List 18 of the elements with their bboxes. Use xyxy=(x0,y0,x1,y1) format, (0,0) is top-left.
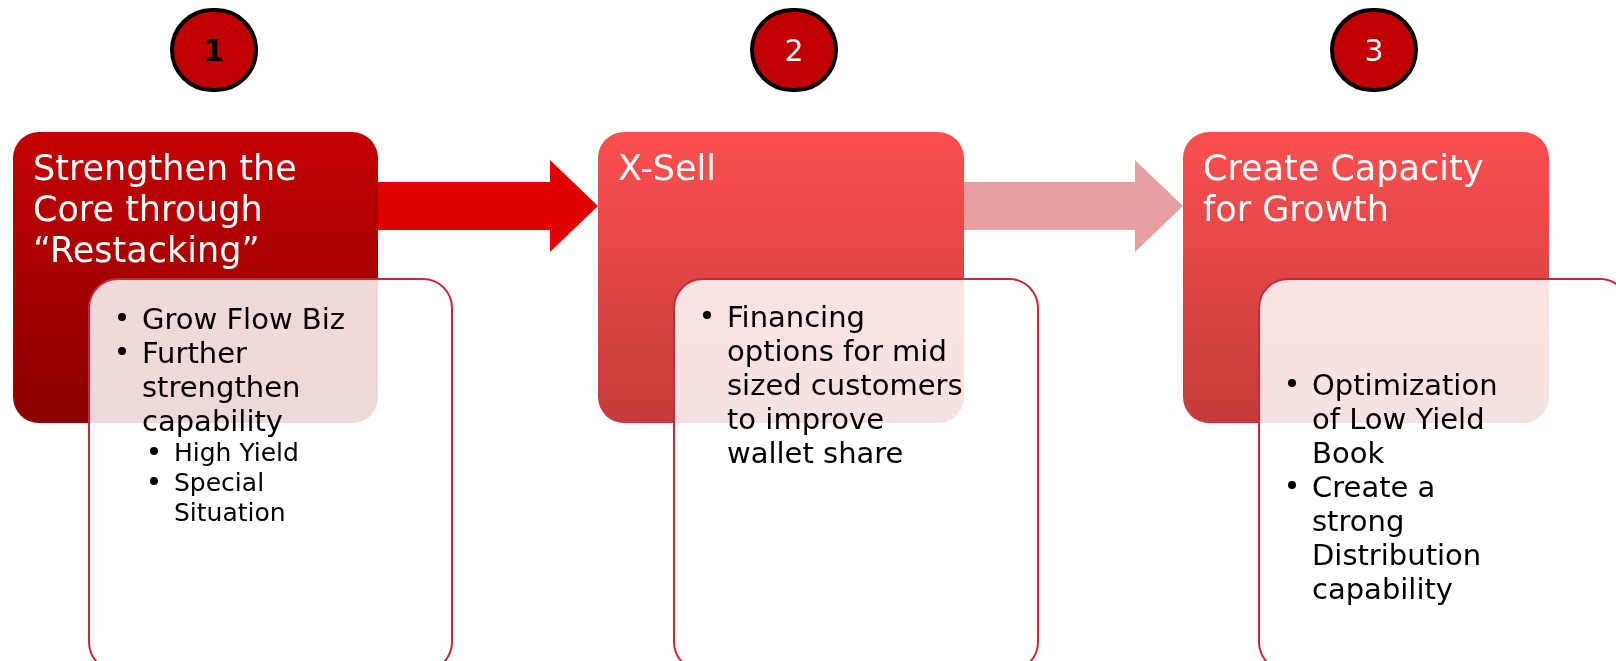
bullet-card xyxy=(673,278,1039,661)
step-title: Strengthen the Core through “Restacking” xyxy=(33,148,298,271)
step-title: Create Capacity for Growth xyxy=(1203,148,1485,230)
bullet-text: Create a strong Distribution capability xyxy=(1312,470,1483,606)
bullet-text: Special Situation xyxy=(174,468,287,528)
step-box xyxy=(1183,132,1549,278)
bullet-card xyxy=(88,278,453,661)
bullet-card xyxy=(1258,278,1616,661)
step-box xyxy=(598,132,964,278)
bullet-text: Optimization of Low Yield Book xyxy=(1312,368,1499,470)
block-arrow xyxy=(378,160,598,252)
bullet-text: High Yield xyxy=(174,438,299,468)
bullet-text: Financing options for mid sized customers to improve wallet share xyxy=(727,300,964,470)
bullet-text: Grow Flow Biz xyxy=(142,302,346,336)
step-title: X-Sell xyxy=(618,148,718,189)
step-box xyxy=(13,132,378,278)
block-arrow xyxy=(964,160,1183,252)
bullet-text: Further strengthen capability xyxy=(142,336,302,438)
